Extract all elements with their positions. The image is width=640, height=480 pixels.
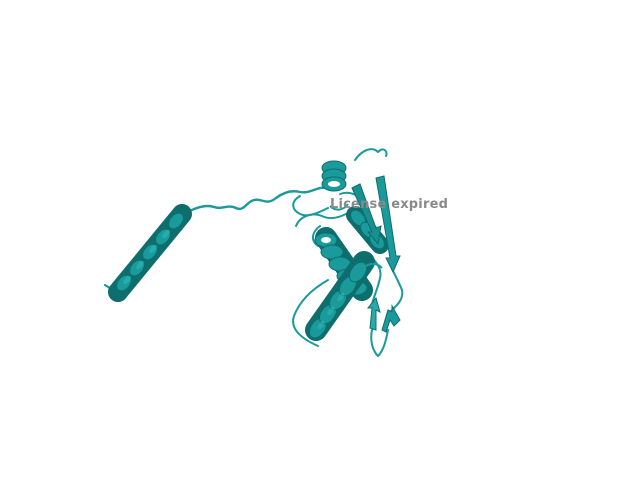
loop-coil-2 (295, 213, 347, 227)
license-watermark: License expired (330, 197, 449, 212)
loop-coil-6 (371, 257, 382, 305)
helix-5 (305, 251, 375, 341)
beta-sheet (351, 175, 401, 333)
loop-coil-8 (370, 329, 389, 357)
linker-coil (180, 186, 328, 216)
beta-strand-2 (351, 183, 382, 246)
beta-strand-1 (375, 175, 401, 274)
loop-coil-10 (329, 203, 349, 211)
loop-coil-1 (292, 195, 329, 217)
beta-strand-4 (366, 296, 381, 331)
loop-coil-5 (292, 279, 329, 347)
loop-coil-3 (354, 148, 388, 161)
helix-1 (108, 204, 192, 302)
loop-coil-4 (312, 225, 321, 247)
loop-coil-11 (365, 262, 383, 269)
helix-2 (321, 160, 347, 192)
beta-strand-3 (381, 304, 401, 333)
